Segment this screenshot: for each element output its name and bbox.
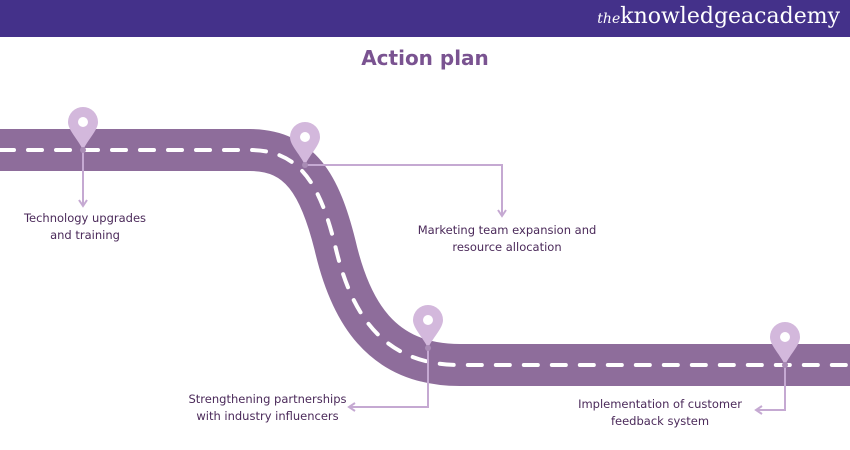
step-label-4: Implementation of customer feedback syst… xyxy=(578,397,742,428)
logo-name: knowledgeacademy xyxy=(620,4,840,29)
connectors xyxy=(78,150,786,415)
step-label-1: Technology upgrades and training xyxy=(23,211,147,242)
connector-1 xyxy=(78,150,88,208)
header-bar: theknowledgeacademy xyxy=(0,0,850,37)
connector-4 xyxy=(754,365,786,415)
page-title: Action plan xyxy=(361,46,489,70)
pins xyxy=(68,107,800,368)
map-pin-icon xyxy=(770,322,800,368)
logo-prefix: the xyxy=(597,11,621,27)
brand-logo: theknowledgeacademy xyxy=(597,4,840,29)
connector-3 xyxy=(347,348,429,412)
step-label-2: Marketing team expansion and resource al… xyxy=(417,223,597,254)
connector-2 xyxy=(305,164,507,218)
map-pin-icon xyxy=(68,107,98,153)
road-dashes xyxy=(0,148,850,367)
map-pin-icon xyxy=(413,305,443,351)
map-pin-icon xyxy=(290,122,320,168)
step-label-3: Strengthening partnerships with industry… xyxy=(188,392,347,423)
